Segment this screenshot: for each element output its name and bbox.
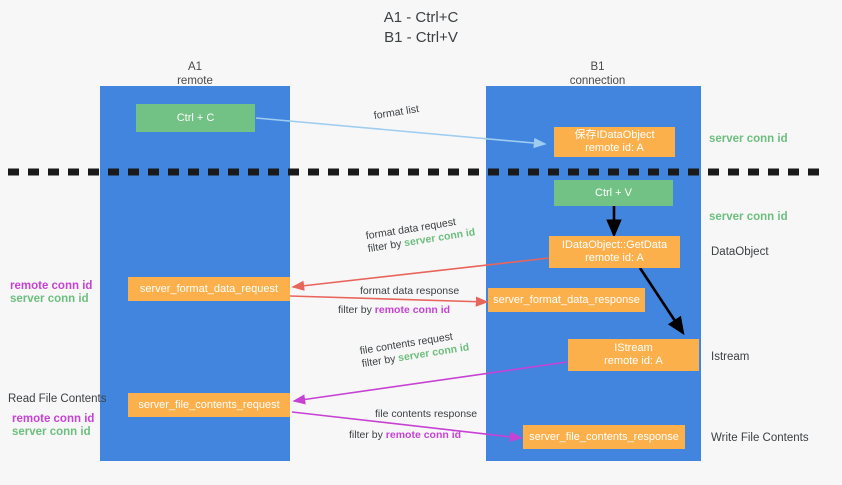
node-server-format-data-response-label: server_format_data_response [493,293,640,306]
edge-label-format-list: format list [373,103,420,123]
edge-format-data-response-filter: filter by remote conn id [338,304,459,317]
node-server-format-data-request[interactable]: server_format_data_request [128,277,290,301]
node-server-file-contents-request[interactable]: server_file_contents_request [128,393,290,417]
annotation-right-write-file-contents: Write File Contents [711,432,809,444]
node-ctrl-v[interactable]: Ctrl + V [554,180,673,206]
lane-a1-sub: remote [177,75,213,87]
node-server-format-data-request-label: server_format_data_request [139,282,279,295]
node-server-format-data-response[interactable]: server_format_data_response [488,288,645,312]
edge-label-format-data-response: format data response filter by remote co… [338,285,460,317]
edge-label-format-list-text: format list [372,103,420,123]
annotation-left-remote-conn-id-1: remote conn id [10,280,93,292]
node-save-idataobject[interactable]: 保存IDataObject remote id: A [554,127,675,157]
annotation-left-server-conn-id-2: server conn id [12,426,91,438]
annotation-right-istream: Istream [711,351,750,363]
node-server-file-contents-response-label: server_file_contents_response [529,430,679,443]
node-save-idataobject-line2: remote id: A [585,142,644,154]
lane-a1-name: A1 [187,61,203,73]
page-title: A1 - Ctrl+C B1 - Ctrl+V [0,8,842,48]
annotation-right-server-conn-id-2: server conn id [709,211,788,223]
edge-label-file-contents-request: file contents request filter by server c… [359,328,470,371]
node-ctrl-v-label: Ctrl + V [595,186,632,199]
edge-format-data-response-filter-value: remote conn id [374,304,451,316]
lane-header-a1: A1 remote [100,60,290,88]
edge-file-contents-response-filter: filter by remote conn id [349,429,477,442]
annotation-left-read-file-contents: Read File Contents [8,393,107,405]
node-server-file-contents-request-label: server_file_contents_request [138,398,280,411]
node-istream-line2: remote id: A [604,355,663,367]
annotation-right-server-conn-id-1: server conn id [709,133,788,145]
edge-label-file-contents-response: file contents response filter by remote … [349,408,478,442]
node-save-idataobject-line1: 保存IDataObject [574,129,655,141]
annotation-right-dataobject: DataObject [711,246,769,258]
annotation-left-remote-conn-id-2: remote conn id [12,413,95,425]
title-line-2: B1 - Ctrl+V [384,29,458,46]
node-server-file-contents-response[interactable]: server_file_contents_response [523,425,685,449]
title-line-1: A1 - Ctrl+C [383,9,459,26]
edge-file-contents-response-filter-value: remote conn id [385,429,462,441]
node-istream[interactable]: IStream remote id: A [568,339,699,371]
node-idataobject-getdata[interactable]: IDataObject::GetData remote id: A [549,236,680,268]
lane-header-b1: B1 connection [490,60,705,88]
node-getdata-line2: remote id: A [585,252,644,264]
edge-format-data-response-main: format data response [360,285,460,297]
node-ctrl-c[interactable]: Ctrl + C [136,104,255,132]
node-istream-line1: IStream [614,342,653,354]
lane-b1-name: B1 [590,61,605,73]
node-ctrl-c-label: Ctrl + C [176,111,215,124]
edge-file-contents-response-filter-prefix: filter by [349,429,386,441]
edge-label-format-data-request: format data request filter by server con… [365,213,476,256]
node-getdata-line1: IDataObject::GetData [561,239,668,251]
edge-format-data-response-filter-prefix: filter by [338,304,375,316]
annotation-left-server-conn-id-1: server conn id [10,293,89,305]
edge-file-contents-response-main: file contents response [375,408,478,420]
lane-b1-sub: connection [569,75,626,87]
